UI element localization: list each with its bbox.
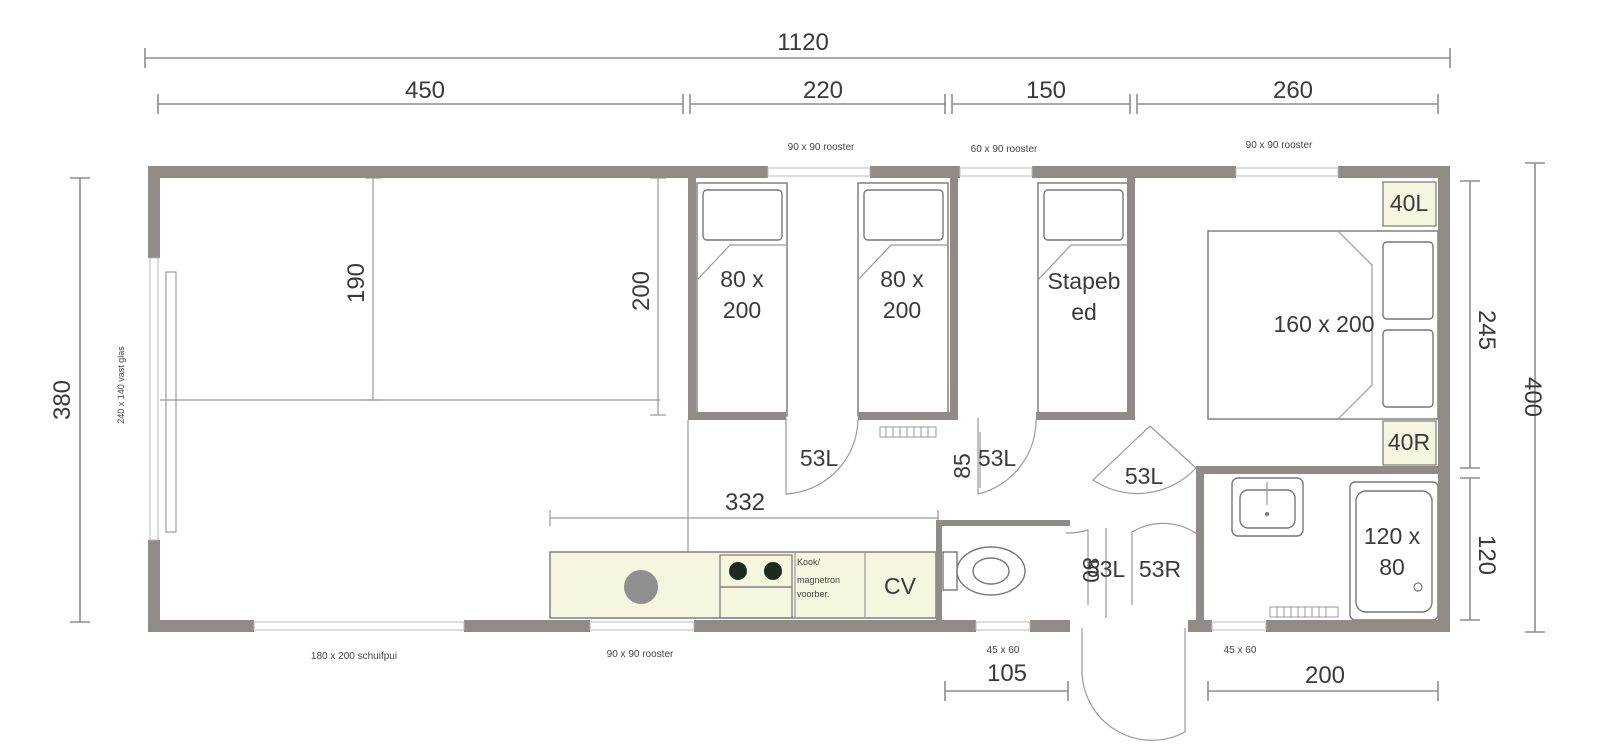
dim-toilet-width: 105 bbox=[987, 660, 1027, 687]
dim-bath-120: 120 bbox=[1473, 535, 1500, 575]
master-bed-label: 160 x 200 bbox=[1273, 311, 1374, 337]
dim-seg-3: 150 bbox=[1026, 77, 1066, 104]
master-bed-pillow-1 bbox=[1382, 241, 1434, 320]
window-openings bbox=[149, 167, 1339, 631]
dim-living-190: 190 bbox=[343, 263, 370, 303]
window-labels: 90 x 90 rooster 60 x 90 rooster 90 x 90 … bbox=[116, 140, 1313, 662]
dim-bedroom-245: 245 bbox=[1473, 310, 1500, 350]
door-labels: 53L 53L 53L 53L 53R bbox=[800, 445, 1181, 582]
shower-label-line2: 80 bbox=[1379, 554, 1405, 580]
door-label: 53L bbox=[800, 445, 839, 471]
interior-lines bbox=[160, 399, 689, 552]
dim-door-80: 80 bbox=[1078, 557, 1104, 583]
window-label: 45 x 60 bbox=[1224, 645, 1257, 656]
window-label: 180 x 200 schuifpui bbox=[311, 651, 397, 662]
dim-seg-4: 260 bbox=[1273, 77, 1313, 104]
window-label: 45 x 60 bbox=[987, 645, 1020, 656]
kitchen-label-line1: Kook/ bbox=[797, 557, 821, 567]
burner-icon bbox=[729, 562, 747, 580]
walls bbox=[148, 166, 1450, 632]
dimension-labels: 1120 450 220 150 260 380 400 190 200 332… bbox=[49, 29, 1546, 689]
dim-kitchen-332: 332 bbox=[725, 489, 765, 516]
room-labels: 80 x 200 80 x 200 Stapeb ed 160 x 200 12… bbox=[720, 190, 1430, 599]
closet-40r-label: 40R bbox=[1388, 429, 1430, 455]
cv-label: CV bbox=[884, 573, 917, 599]
dim-living-200: 200 bbox=[628, 271, 655, 311]
window-label: 60 x 90 rooster bbox=[971, 144, 1038, 155]
door-label: 53L bbox=[1087, 556, 1126, 582]
furniture bbox=[165, 181, 1439, 621]
bed-2-pillow bbox=[863, 189, 944, 241]
bunk-bed-pillow bbox=[1043, 189, 1124, 241]
doors bbox=[785, 418, 1198, 741]
door-label: 53R bbox=[1139, 556, 1181, 582]
closet-40r bbox=[1382, 420, 1437, 466]
oven bbox=[719, 586, 793, 619]
kitchen-label-line3: voorber. bbox=[797, 589, 830, 599]
window-label: 240 x 140 vast glas bbox=[116, 346, 126, 424]
dim-seg-2: 220 bbox=[803, 77, 843, 104]
bunk-bed-label-line1: Stapeb bbox=[1048, 268, 1121, 294]
shower-label-line1: 120 x bbox=[1364, 523, 1421, 549]
bed-1-pillow bbox=[702, 189, 783, 241]
kitchen-label-line2: magnetron bbox=[797, 575, 840, 585]
left-window-frame bbox=[165, 271, 177, 533]
window-label: 90 x 90 rooster bbox=[1246, 140, 1313, 151]
burner-icon bbox=[764, 562, 782, 580]
sink-icon bbox=[624, 570, 658, 604]
radiator-icon bbox=[1269, 606, 1339, 618]
toilet-icon bbox=[942, 546, 1026, 596]
bed-1-label-line2: 200 bbox=[723, 297, 761, 323]
dim-total-width: 1120 bbox=[777, 29, 829, 56]
washbasin-icon bbox=[1231, 477, 1304, 537]
bed-1-label-line1: 80 x bbox=[720, 266, 764, 292]
dimension-lines bbox=[70, 48, 1545, 701]
radiator-icon bbox=[879, 426, 937, 438]
bunk-bed-label-line2: ed bbox=[1071, 299, 1097, 325]
closet-40l-label: 40L bbox=[1390, 190, 1429, 216]
window-label: 90 x 90 rooster bbox=[607, 649, 674, 660]
closet-40l bbox=[1382, 181, 1437, 227]
shower-tray bbox=[1349, 481, 1439, 621]
window-label: 90 x 90 rooster bbox=[788, 142, 855, 153]
bed-2-label-line1: 80 x bbox=[880, 266, 924, 292]
door-label: 53L bbox=[1125, 463, 1164, 489]
dim-left-height: 380 bbox=[49, 380, 76, 420]
master-bed-pillow-2 bbox=[1382, 329, 1434, 408]
dim-seg-1: 450 bbox=[405, 77, 445, 104]
bed-2-label-line2: 200 bbox=[883, 297, 921, 323]
dim-bath-width: 200 bbox=[1305, 662, 1345, 689]
dim-right-height: 400 bbox=[1519, 377, 1546, 417]
door-label: 53L bbox=[978, 445, 1017, 471]
dim-door-85: 85 bbox=[949, 453, 975, 479]
